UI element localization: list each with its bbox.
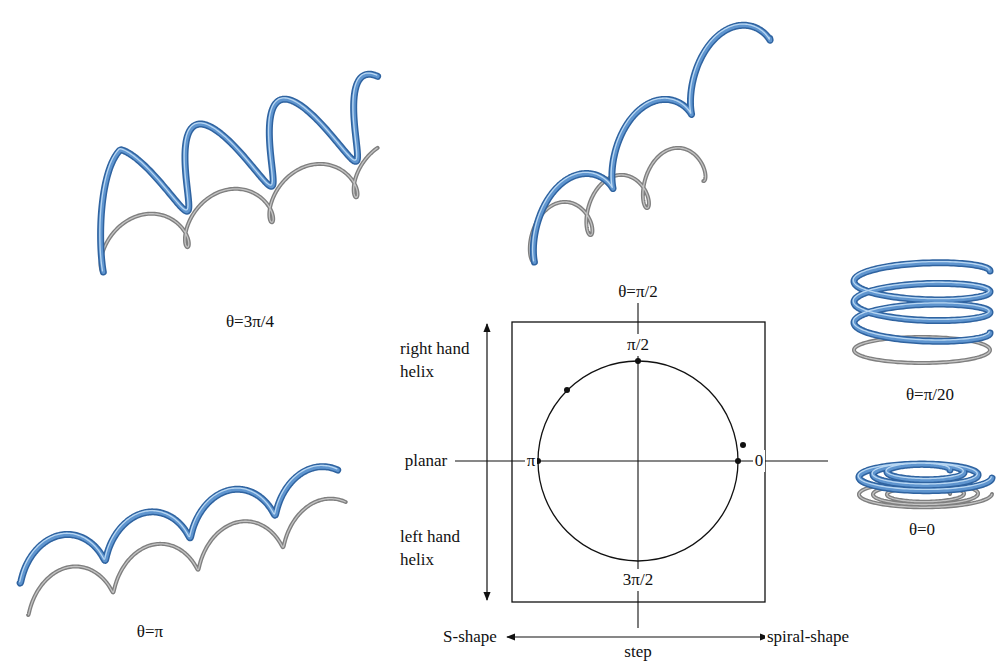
tube-highlight: [533, 24, 770, 261]
angle-label: π: [525, 450, 538, 473]
angle-label: π/2: [625, 334, 651, 357]
angle-label: 0: [753, 450, 766, 473]
tube-highlight: [19, 465, 337, 581]
handedness-arrow: [486, 324, 487, 600]
theta-dots: [535, 358, 746, 464]
tube-highlight: [858, 463, 991, 490]
theta-label: θ=π/20: [904, 384, 956, 407]
axis-label: right hand helix: [398, 338, 486, 384]
horizontal-axis: [455, 460, 828, 461]
axis-label: left hand helix: [398, 526, 486, 572]
planar-tube: [19, 465, 337, 583]
tube-body: [101, 74, 378, 272]
tube-stroke: [854, 263, 990, 342]
shadow-curve: [28, 499, 346, 615]
tube-body: [533, 25, 770, 262]
tube-highlight: [100, 73, 377, 271]
shape-arrow: [507, 636, 768, 637]
tube-body: [854, 263, 990, 342]
tube-stroke: [533, 25, 770, 262]
theta-dot: [740, 442, 746, 448]
helix-tube: [533, 24, 771, 262]
shadow-highlight: [28, 499, 346, 615]
axis-label: spiral-shape: [765, 626, 851, 649]
theta-label: θ=π/2: [616, 281, 660, 304]
axis-label: step: [622, 641, 653, 664]
helix-tube: [100, 73, 378, 272]
theta-label: θ=π: [135, 621, 165, 644]
shadow-highlight: [530, 148, 706, 262]
axis-label: planar: [403, 450, 449, 473]
shadow-stroke: [28, 499, 346, 615]
tube-highlight: [853, 262, 989, 341]
angle-label: 3π/2: [621, 569, 655, 592]
theta-dot: [635, 358, 641, 364]
tube-body: [20, 467, 338, 583]
theta-dot: [735, 458, 741, 464]
shadow-stroke: [530, 148, 706, 262]
theta-label: θ=3π/4: [224, 311, 276, 334]
spiral-tube: [858, 463, 992, 491]
theta-dot: [564, 387, 570, 393]
tube-stroke: [101, 74, 378, 272]
theta-label: θ=0: [907, 519, 937, 542]
shadow-curve: [530, 148, 706, 262]
parameter-circle: [538, 361, 738, 561]
axis-label: S-shape: [441, 626, 499, 649]
helix-tube: [853, 262, 990, 342]
tube-stroke: [20, 467, 338, 583]
